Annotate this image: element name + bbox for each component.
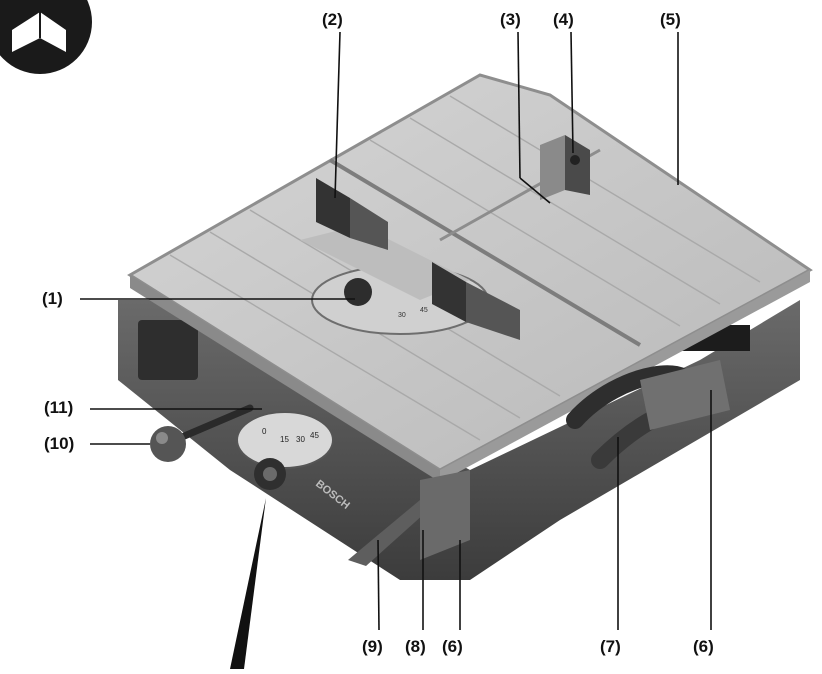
callout-4: (4) — [553, 10, 574, 29]
blade-guard — [540, 135, 590, 200]
callout-2: (2) — [322, 10, 343, 29]
callout-10: (10) — [44, 434, 75, 453]
height-adjust-knob — [254, 458, 286, 490]
read-manual-icon — [0, 0, 92, 74]
callout-7: (7) — [600, 637, 621, 656]
miter-scale-label: 45 — [420, 307, 428, 314]
callout-6-right: (6) — [693, 637, 714, 656]
callout-5: (5) — [660, 10, 681, 29]
callout-3: (3) — [500, 10, 521, 29]
callout-9: (9) — [362, 637, 383, 656]
callout-lines — [80, 31, 712, 631]
miter-scale-label: 30 — [398, 312, 406, 319]
bevel-scale-label: 15 — [280, 435, 289, 444]
callout-6-left: (6) — [442, 637, 463, 656]
holder-right — [640, 360, 730, 430]
callout-11: (11) — [44, 398, 74, 417]
callout-1: (1) — [42, 289, 63, 308]
mitre-fence-left — [316, 178, 388, 250]
holder-front — [420, 470, 470, 560]
callout-8: (8) — [405, 637, 426, 656]
bevel-lock-handle — [150, 404, 254, 462]
bevel-scale-label: 45 — [310, 431, 319, 440]
push-stick — [348, 500, 434, 566]
pointer-wedge — [230, 498, 266, 669]
bevel-scale: 0 15 30 45 — [236, 411, 334, 469]
bevel-scale-label: 0 — [262, 427, 267, 436]
bevel-scale-label: 30 — [296, 435, 305, 444]
mitre-fence-right — [432, 262, 520, 340]
